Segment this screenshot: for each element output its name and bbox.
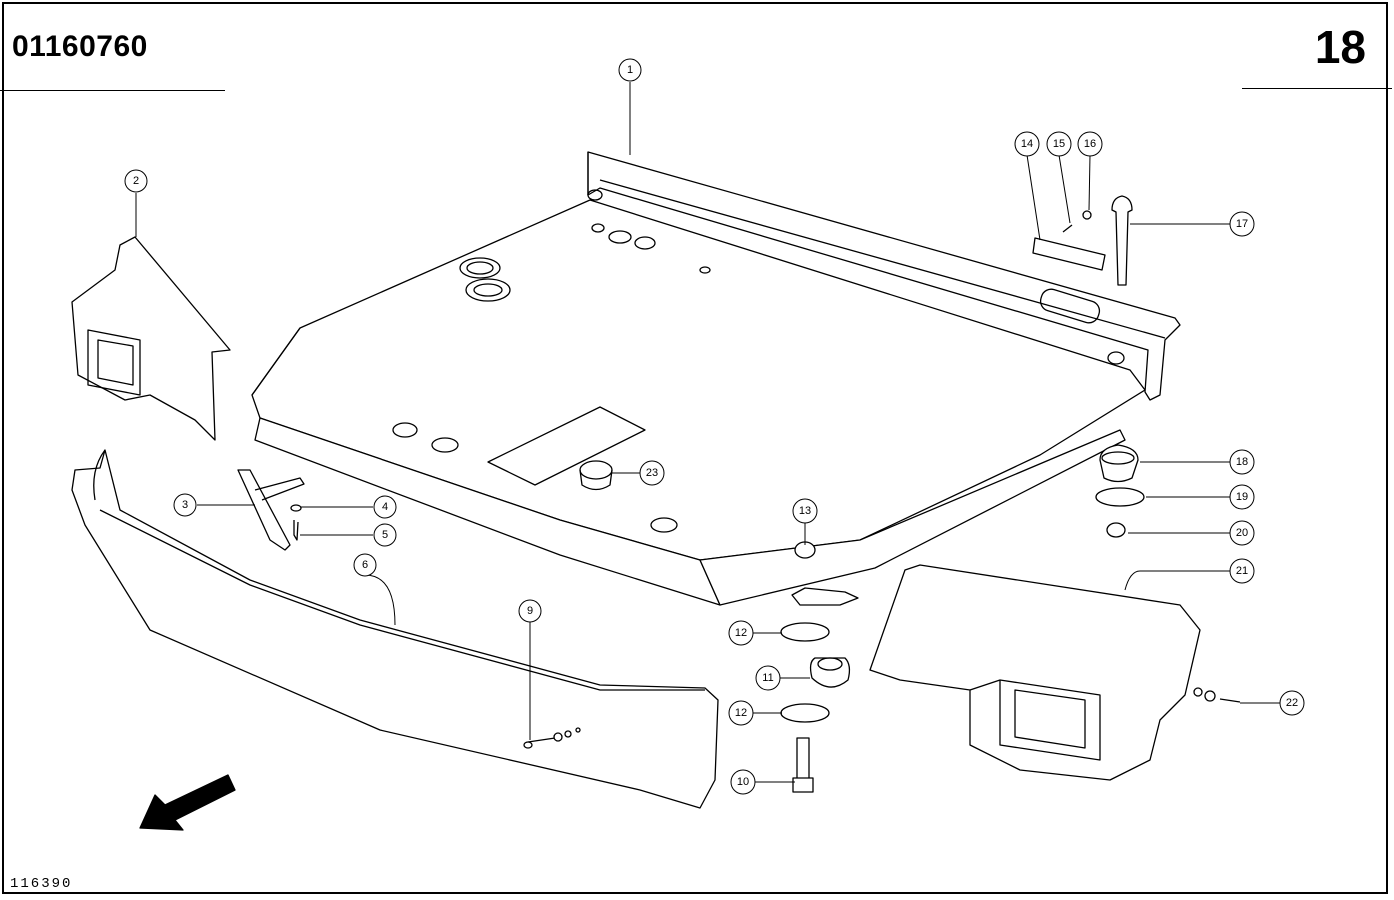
svg-text:17: 17 xyxy=(1236,218,1248,230)
callout-18: 18 xyxy=(1229,449,1255,475)
svg-text:16: 16 xyxy=(1084,138,1096,150)
left-side-cover xyxy=(71,236,231,441)
svg-text:12: 12 xyxy=(735,627,747,639)
callout-2: 2 xyxy=(124,169,148,193)
header-rule-right xyxy=(1242,88,1392,89)
svg-text:23: 23 xyxy=(646,467,658,479)
callout-12a: 12 xyxy=(728,620,754,646)
callout-14: 14 xyxy=(1014,131,1040,157)
washer xyxy=(290,504,302,512)
svg-text:6: 6 xyxy=(362,559,368,571)
rear-mount-stack xyxy=(1095,444,1145,538)
svg-text:22: 22 xyxy=(1286,697,1298,709)
callout-22: 22 xyxy=(1279,690,1305,716)
callout-9: 9 xyxy=(518,599,542,623)
callout-1: 1 xyxy=(618,58,642,82)
cap-plug xyxy=(579,460,613,491)
callout-16: 16 xyxy=(1077,131,1103,157)
svg-text:10: 10 xyxy=(737,776,749,788)
svg-text:20: 20 xyxy=(1236,527,1248,539)
part-number: 01160760 xyxy=(12,30,148,63)
callout-5: 5 xyxy=(373,523,397,547)
front-direction-arrow xyxy=(139,774,236,831)
right-side-cover xyxy=(869,564,1201,781)
header-rule-left xyxy=(0,90,225,91)
side-cover-bolt xyxy=(1193,687,1241,703)
callout-6: 6 xyxy=(353,553,377,577)
callout-17: 17 xyxy=(1229,211,1255,237)
cover-plate-small xyxy=(1032,210,1106,271)
svg-text:13: 13 xyxy=(799,505,811,517)
svg-text:18: 18 xyxy=(1236,456,1248,468)
svg-text:21: 21 xyxy=(1236,565,1248,577)
svg-text:14: 14 xyxy=(1021,138,1033,150)
long-bolt xyxy=(1111,195,1133,286)
drawing-number: 116390 xyxy=(10,876,73,892)
svg-text:15: 15 xyxy=(1053,138,1065,150)
page-number: 18 xyxy=(1314,21,1366,73)
bumper-bolt xyxy=(523,727,581,749)
svg-text:9: 9 xyxy=(527,605,533,617)
center-mount-stack xyxy=(780,541,859,793)
callout-19: 19 xyxy=(1229,484,1255,510)
screw xyxy=(293,520,299,541)
callout-12b: 12 xyxy=(728,700,754,726)
svg-text:3: 3 xyxy=(182,499,188,511)
callout-13: 13 xyxy=(792,498,818,524)
svg-text:19: 19 xyxy=(1236,491,1248,503)
callout-10: 10 xyxy=(730,769,756,795)
svg-text:4: 4 xyxy=(382,501,388,513)
callout-11: 11 xyxy=(755,665,781,691)
svg-text:2: 2 xyxy=(133,175,139,187)
svg-text:12: 12 xyxy=(735,707,747,719)
front-bumper xyxy=(71,449,719,809)
leader-lines xyxy=(135,82,1280,783)
callout-3: 3 xyxy=(173,493,197,517)
callout-23: 23 xyxy=(639,460,665,486)
floor-plate xyxy=(251,151,1181,606)
svg-text:1: 1 xyxy=(627,64,633,76)
callout-21: 21 xyxy=(1229,558,1255,584)
svg-text:5: 5 xyxy=(382,529,388,541)
bumper-bracket xyxy=(237,469,305,551)
callout-4: 4 xyxy=(373,495,397,519)
callout-20: 20 xyxy=(1229,520,1255,546)
svg-text:11: 11 xyxy=(762,672,773,684)
callout-15: 15 xyxy=(1046,131,1072,157)
